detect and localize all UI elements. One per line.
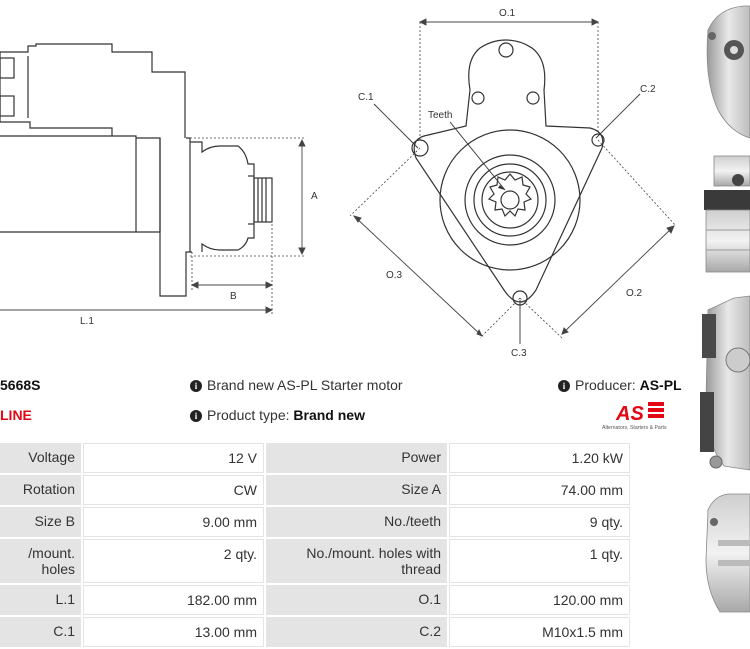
dim-o3-label: O.3	[386, 270, 403, 281]
spec-value: 13.00 mm	[83, 617, 264, 647]
spec-value: 2 qty.	[83, 539, 264, 583]
spec-value: 74.00 mm	[449, 475, 630, 505]
info-icon: i	[190, 410, 202, 422]
product-photo-strip	[700, 5, 750, 613]
table-row: Rotation CW Size A 74.00 mm	[0, 475, 630, 505]
product-photo-4[interactable]	[705, 493, 750, 613]
spec-value: 182.00 mm	[83, 585, 264, 615]
spec-value: CW	[83, 475, 264, 505]
brand-info: i Brand new AS-PL Starter motor	[190, 377, 403, 393]
spec-label: Size A	[266, 475, 447, 505]
brand-info-text: Brand new AS-PL Starter motor	[207, 377, 403, 393]
spec-label: Power	[266, 443, 447, 473]
table-row: /mount. holes 2 qty. No./mount. holes wi…	[0, 539, 630, 583]
product-type-label: Product type:	[207, 407, 290, 423]
side-view-diagram: A B L.1	[0, 43, 318, 327]
spec-label: Size B	[0, 507, 81, 537]
product-photo-3[interactable]	[700, 295, 750, 471]
spec-label: C.1	[0, 617, 81, 647]
product-type-value: Brand new	[293, 407, 365, 423]
spec-value: 9 qty.	[449, 507, 630, 537]
as-pl-logo-icon: AS Alternators, Starters & Parts	[602, 402, 667, 431]
dim-a-label: A	[311, 191, 318, 202]
spec-label: /mount. holes	[0, 539, 81, 583]
spec-label: No./mount. holes with thread	[266, 539, 447, 583]
info-icon: i	[558, 380, 570, 392]
dim-b-label: B	[230, 291, 237, 302]
spec-label: L.1	[0, 585, 81, 615]
spec-value: 1.20 kW	[449, 443, 630, 473]
product-photo-1[interactable]	[706, 5, 750, 139]
dim-o2-label: O.2	[626, 288, 643, 299]
front-view-diagram: O.1 Teeth C.1 C.2 C.3	[349, 8, 677, 359]
product-photo-2[interactable]	[704, 155, 750, 273]
dim-o1-label: O.1	[499, 8, 516, 19]
spec-value: 1 qty.	[449, 539, 630, 583]
dim-c3-label: C.3	[511, 348, 527, 359]
dim-c1-label: C.1	[358, 92, 374, 103]
spec-label: O.1	[266, 585, 447, 615]
product-type-info: i Product type: Brand new	[190, 407, 365, 423]
spec-value: 9.00 mm	[83, 507, 264, 537]
logo-tagline: Alternators, Starters & Parts	[602, 425, 667, 431]
product-line-label: LINE	[0, 407, 32, 423]
spec-value: 12 V	[83, 443, 264, 473]
specs-table: Voltage 12 V Power 1.20 kW Rotation CW S…	[0, 441, 632, 649]
info-icon: i	[190, 380, 202, 392]
producer-value: AS-PL	[639, 377, 682, 393]
table-row: L.1 182.00 mm O.1 120.00 mm	[0, 585, 630, 615]
spec-label: No./teeth	[266, 507, 447, 537]
dim-c2-label: C.2	[640, 84, 656, 95]
producer-label: Producer:	[575, 377, 636, 393]
teeth-label: Teeth	[428, 110, 452, 121]
table-row: Voltage 12 V Power 1.20 kW	[0, 443, 630, 473]
logo-text: AS	[615, 403, 644, 425]
spec-label: C.2	[266, 617, 447, 647]
spec-label: Rotation	[0, 475, 81, 505]
spec-label: Voltage	[0, 443, 81, 473]
table-row: Size B 9.00 mm No./teeth 9 qty.	[0, 507, 630, 537]
dim-l1-label: L.1	[80, 316, 94, 327]
part-number: 5668S	[0, 377, 41, 393]
spec-value: 120.00 mm	[449, 585, 630, 615]
as-pl-logo[interactable]: AS Alternators, Starters & Parts	[598, 398, 680, 432]
table-row: C.1 13.00 mm C.2 M10x1.5 mm	[0, 617, 630, 647]
producer-info: i Producer: AS-PL	[558, 377, 682, 393]
spec-value: M10x1.5 mm	[449, 617, 630, 647]
